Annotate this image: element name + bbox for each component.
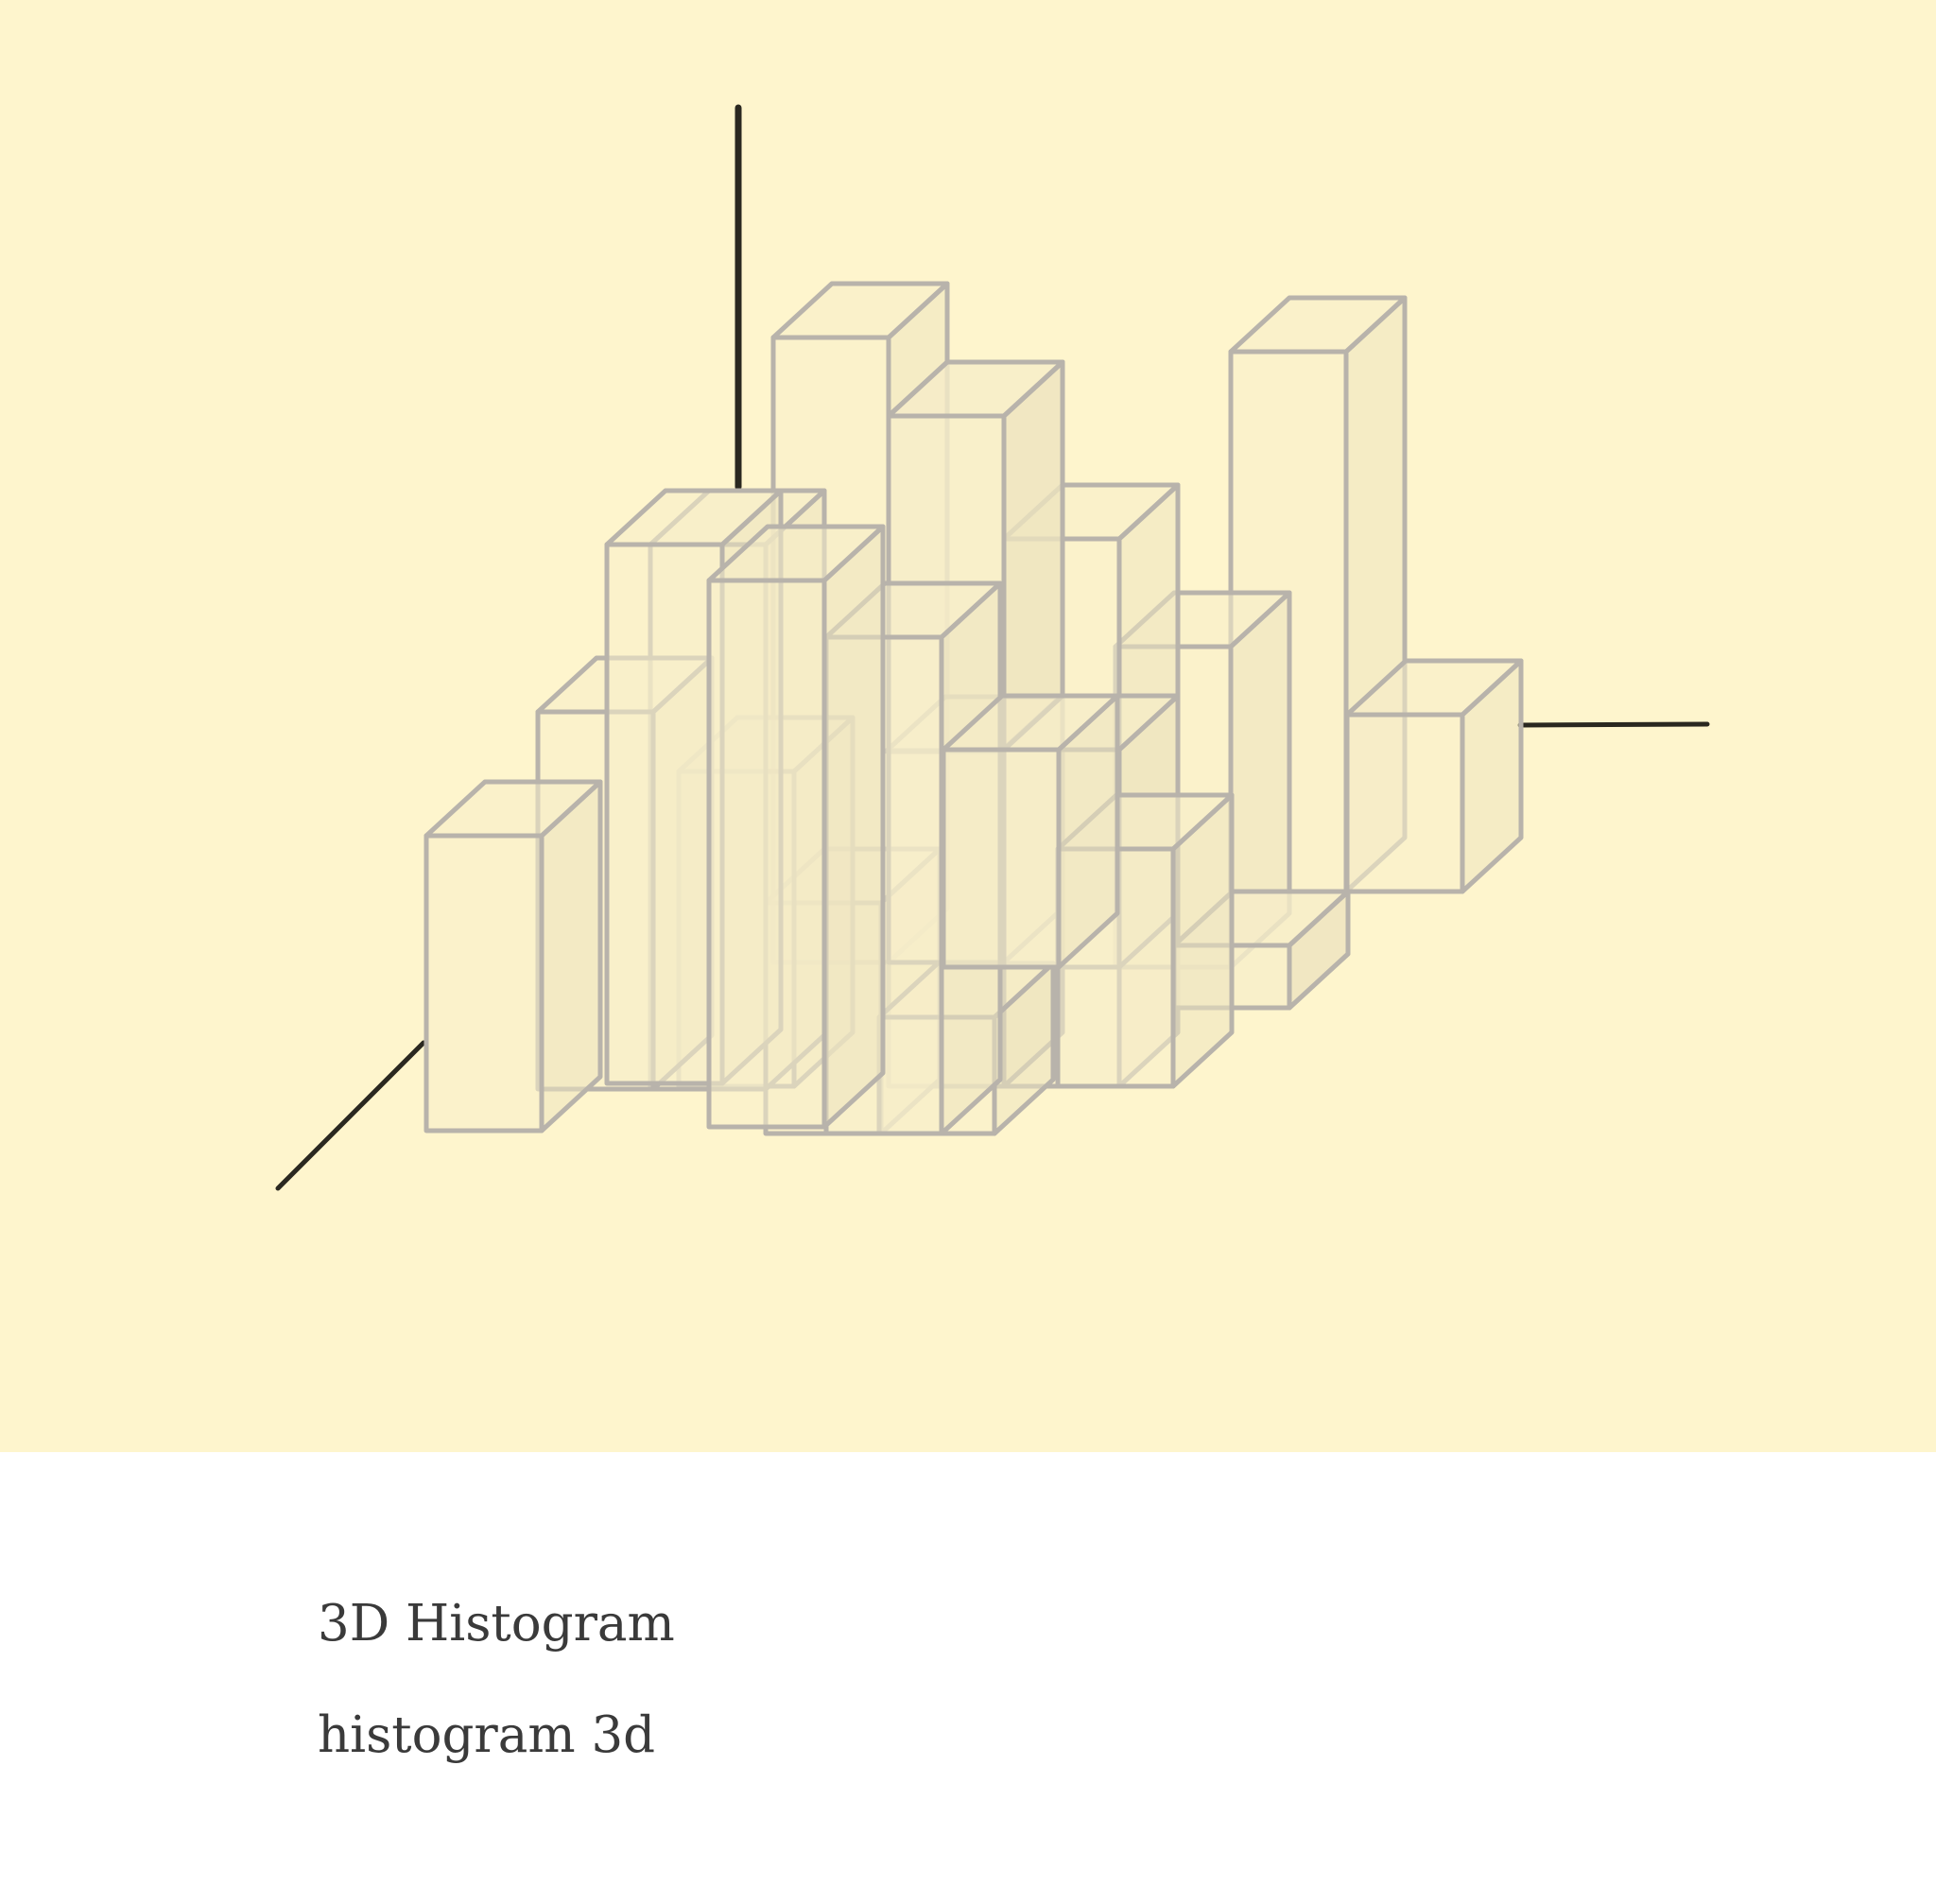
bar-front-face bbox=[706, 578, 827, 1130]
bar-front-face bbox=[941, 747, 1062, 970]
bar-front-face bbox=[604, 542, 725, 1086]
card-title: 3D Histogram bbox=[318, 1595, 675, 1653]
bar-side-face bbox=[821, 524, 886, 1130]
histogram-bars bbox=[424, 281, 1524, 1136]
histogram-3d-illustration bbox=[275, 104, 1710, 1191]
histogram-bar bbox=[1344, 658, 1524, 894]
histogram-bar bbox=[706, 524, 886, 1130]
histogram-bar bbox=[424, 779, 603, 1134]
card-subtitle: histogram 3d bbox=[318, 1706, 656, 1764]
bar-front-face bbox=[424, 833, 544, 1134]
bar-side-face bbox=[539, 779, 603, 1134]
x-axis-line bbox=[1517, 721, 1710, 728]
y-axis-line bbox=[275, 1040, 426, 1191]
histogram-bar bbox=[941, 693, 1120, 970]
illustration-area bbox=[0, 0, 1936, 1452]
caption-area: 3D Histogram histogram 3d bbox=[0, 1452, 1936, 1904]
bar-front-face bbox=[1344, 712, 1465, 894]
